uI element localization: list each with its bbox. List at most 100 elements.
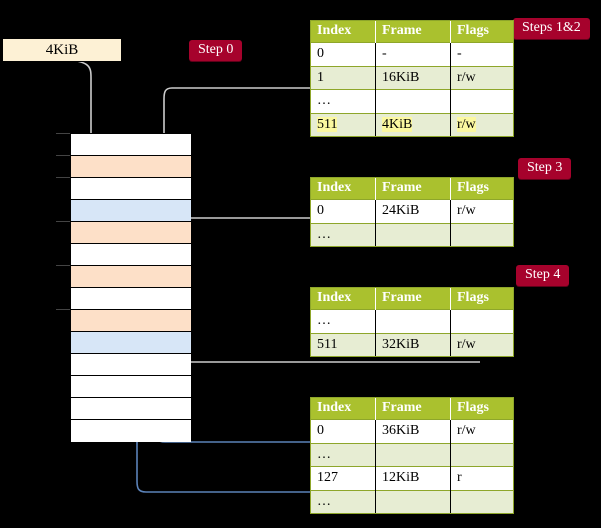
cell-flags: r/w bbox=[450, 332, 513, 356]
badge-step-4: Step 4 bbox=[516, 265, 570, 287]
cell-index: 0 bbox=[311, 419, 376, 443]
cell-frame: 16KiB bbox=[375, 65, 451, 90]
cell-flags: r bbox=[450, 466, 513, 490]
memory-frame-row bbox=[71, 244, 191, 266]
cell-frame bbox=[375, 222, 451, 246]
column-header-flags: Flags bbox=[450, 398, 513, 420]
physical-memory-column bbox=[70, 133, 191, 442]
cell-flags: r/w bbox=[450, 65, 513, 90]
memory-frame-row bbox=[71, 134, 191, 156]
cell-flags bbox=[450, 442, 513, 467]
cell-index: … bbox=[311, 89, 376, 113]
cell-flags: r/w bbox=[450, 419, 513, 443]
virtual-address-box: 4KiB bbox=[2, 38, 122, 62]
cell-flags: r/w bbox=[450, 199, 513, 223]
memory-frame-row bbox=[71, 156, 191, 178]
cell-flags bbox=[450, 89, 513, 113]
cell-index: 511 bbox=[311, 112, 376, 136]
table-row: … bbox=[311, 222, 513, 246]
cell-flags: r/w bbox=[450, 112, 513, 136]
column-header-frame: Frame bbox=[375, 178, 451, 200]
column-header-frame: Frame bbox=[375, 21, 451, 43]
cell-frame: 36KiB bbox=[375, 419, 451, 443]
memory-frame-row bbox=[71, 398, 191, 420]
table-row: … bbox=[311, 89, 513, 113]
cell-index: 127 bbox=[311, 466, 376, 490]
memory-tick bbox=[56, 133, 70, 134]
table-row: 0-- bbox=[311, 42, 513, 66]
badge-step-3: Step 3 bbox=[518, 158, 572, 180]
cell-index: 0 bbox=[311, 199, 376, 223]
highlighted-value: 511 bbox=[317, 116, 338, 132]
memory-frame-row bbox=[71, 376, 191, 398]
cell-frame bbox=[375, 309, 451, 333]
column-header-frame: Frame bbox=[375, 288, 451, 310]
memory-tick bbox=[56, 309, 70, 310]
cell-frame: 4KiB bbox=[375, 112, 451, 136]
column-header-index: Index bbox=[311, 288, 376, 310]
virtual-address-label: 4KiB bbox=[45, 41, 79, 58]
cell-frame: 32KiB bbox=[375, 332, 451, 356]
table-row: … bbox=[311, 442, 513, 467]
cell-frame bbox=[375, 489, 451, 513]
memory-frame-row bbox=[71, 200, 191, 222]
cell-flags bbox=[450, 309, 513, 333]
memory-frame-row bbox=[71, 354, 191, 376]
cell-frame: - bbox=[375, 42, 451, 66]
highlighted-value: 4KiB bbox=[382, 116, 413, 132]
table-row: 511 4KiB r/w bbox=[311, 112, 513, 136]
memory-tick bbox=[56, 265, 70, 266]
column-header-frame: Frame bbox=[375, 398, 451, 420]
cell-flags bbox=[450, 222, 513, 246]
memory-frame-row bbox=[71, 222, 191, 244]
memory-frame-row bbox=[71, 310, 191, 332]
column-header-flags: Flags bbox=[450, 288, 513, 310]
cell-index: … bbox=[311, 489, 376, 513]
column-header-index: Index bbox=[311, 178, 376, 200]
cell-index: 1 bbox=[311, 65, 376, 90]
cell-index: … bbox=[311, 222, 376, 246]
memory-frame-row bbox=[71, 288, 191, 310]
cell-frame bbox=[375, 442, 451, 467]
badge-step-0: Step 0 bbox=[189, 40, 243, 62]
cell-index: 511 bbox=[311, 332, 376, 356]
cell-index: … bbox=[311, 309, 376, 333]
memory-frame-row bbox=[71, 420, 191, 442]
column-header-index: Index bbox=[311, 398, 376, 420]
column-header-flags: Flags bbox=[450, 178, 513, 200]
cell-flags bbox=[450, 489, 513, 513]
table-row: … bbox=[311, 309, 513, 333]
column-header-index: Index bbox=[311, 21, 376, 43]
highlighted-value: r/w bbox=[457, 116, 476, 132]
memory-tick bbox=[56, 155, 70, 156]
badge-steps-1-2: Steps 1&2 bbox=[513, 18, 590, 40]
cell-frame: 12KiB bbox=[375, 466, 451, 490]
memory-frame-row bbox=[71, 266, 191, 288]
cell-flags: - bbox=[450, 42, 513, 66]
memory-frame-row bbox=[71, 332, 191, 354]
memory-tick bbox=[56, 221, 70, 222]
cell-index: 0 bbox=[311, 42, 376, 66]
memory-tick bbox=[56, 177, 70, 178]
table-row: … bbox=[311, 489, 513, 513]
cell-frame bbox=[375, 89, 451, 113]
memory-frame-row bbox=[71, 178, 191, 200]
cell-index: … bbox=[311, 442, 376, 467]
column-header-flags: Flags bbox=[450, 21, 513, 43]
